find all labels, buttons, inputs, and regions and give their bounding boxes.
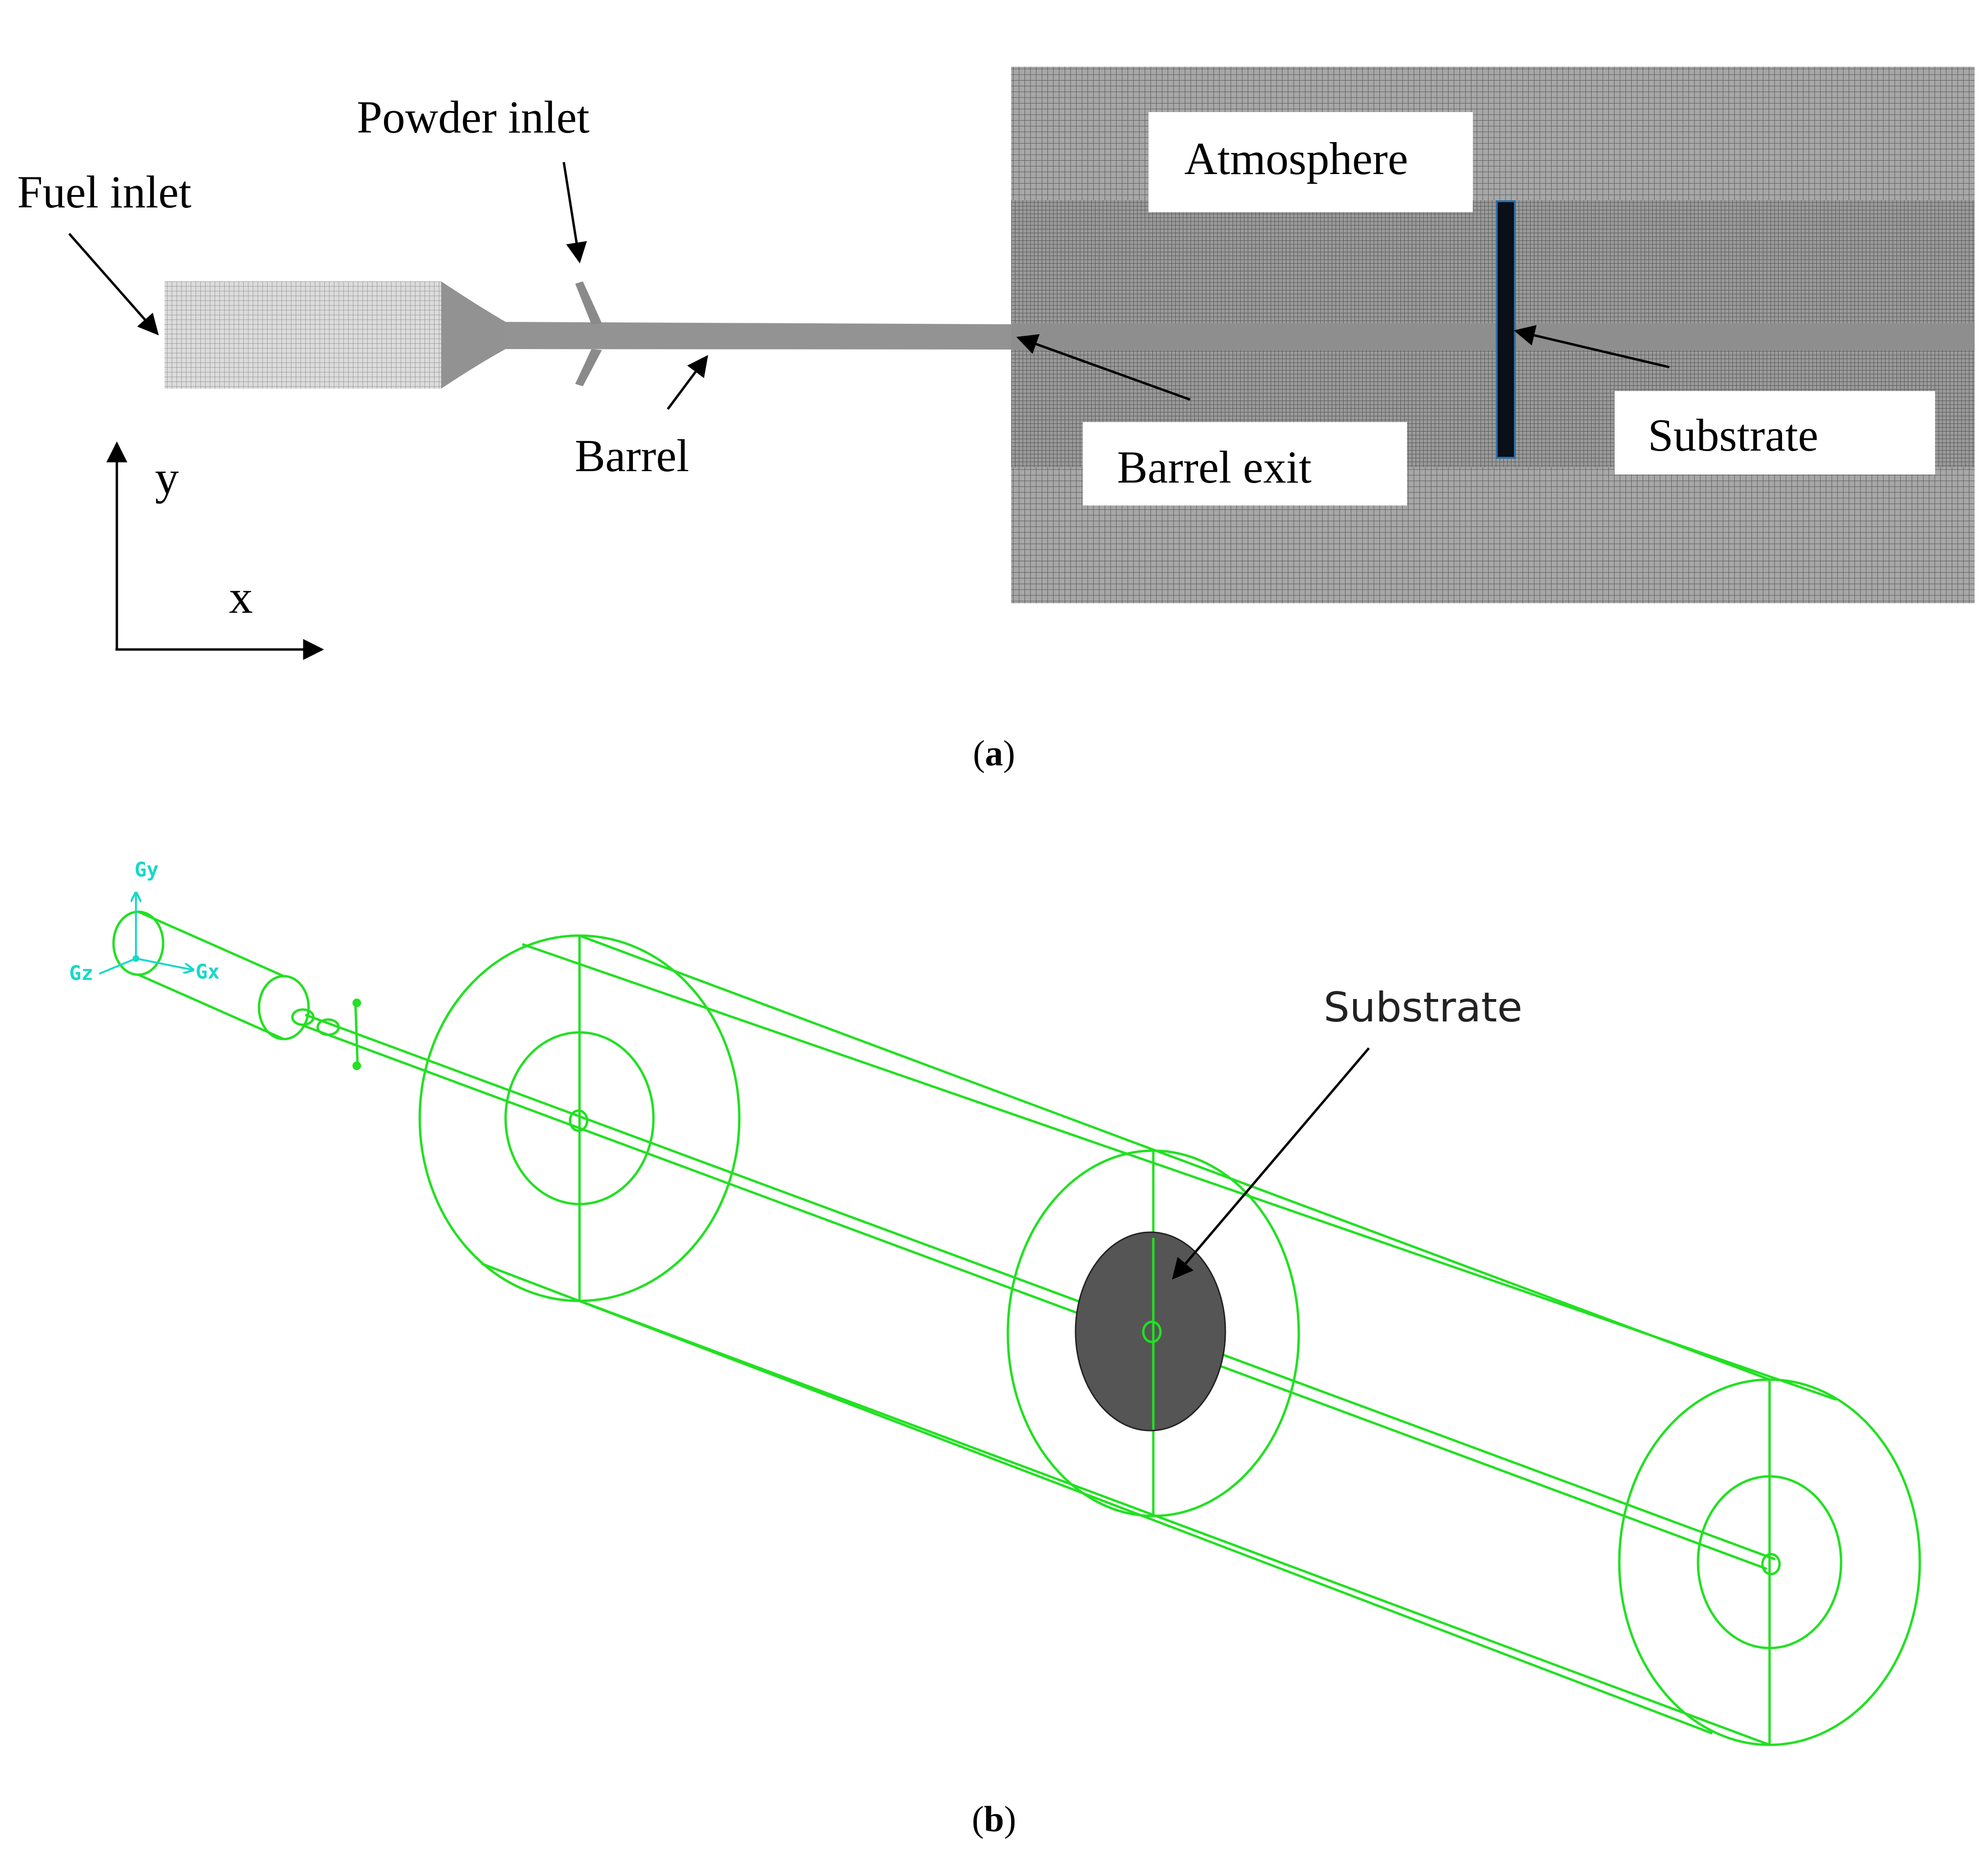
- y-axis-label: y: [155, 451, 179, 504]
- inlet-cylinder: [112, 910, 310, 1041]
- barrel-exit-arrow: [1016, 334, 1191, 401]
- fuel-inlet-arrow: [68, 233, 159, 336]
- caption-a: (a): [973, 733, 1015, 773]
- atmosphere-label-box: [1149, 112, 1473, 212]
- substrate-disc: [1075, 1231, 1226, 1432]
- caption-b: (b): [972, 1799, 1016, 1839]
- panel-a: Fuel inlet Powder inlet Barrel Barrel ex…: [17, 67, 1975, 773]
- powder-inlet-top: [575, 281, 602, 324]
- barrel-shape: [503, 322, 1014, 350]
- substrate-label-box: [1615, 391, 1935, 474]
- substrate-plate: [1496, 200, 1516, 459]
- barrel-exit-label-box: [1083, 422, 1407, 505]
- powder-inlet-bottom: [575, 349, 602, 386]
- substrate-label-b: Substrate: [1324, 984, 1522, 1031]
- barrel-label: Barrel: [575, 430, 689, 481]
- atmosphere-label: Atmosphere: [1184, 133, 1408, 184]
- converging-nozzle: [441, 281, 506, 389]
- rod-through-substrate: [1142, 1320, 1162, 1343]
- jet-core: [1011, 323, 1975, 350]
- barrel-rod-3d: [302, 1013, 1781, 1576]
- powder-inlet-arrow: [562, 162, 587, 264]
- triad-gy-label: Gy: [135, 858, 159, 881]
- combustion-chamber-mesh: [165, 281, 441, 389]
- substrate-label-a: Substrate: [1648, 410, 1818, 461]
- powder-inlet-label: Powder inlet: [357, 92, 590, 143]
- substrate-arrow-a: [1513, 325, 1670, 369]
- fuel-inlet-label: Fuel inlet: [17, 166, 192, 217]
- axis-triad: Gy Gx Gz: [69, 858, 220, 985]
- x-axis-label: x: [229, 570, 253, 623]
- atmosphere-cylinder: [418, 934, 1921, 1746]
- substrate-arrow-b: [1172, 1047, 1370, 1280]
- triad-gz-label: Gz: [69, 961, 93, 985]
- barrel-exit-label: Barrel exit: [1117, 442, 1312, 493]
- panel-b: Substrate Gy Gx Gz (b): [69, 858, 1921, 1839]
- triad-gx-label: Gx: [196, 960, 220, 983]
- barrel-arrow: [666, 355, 708, 410]
